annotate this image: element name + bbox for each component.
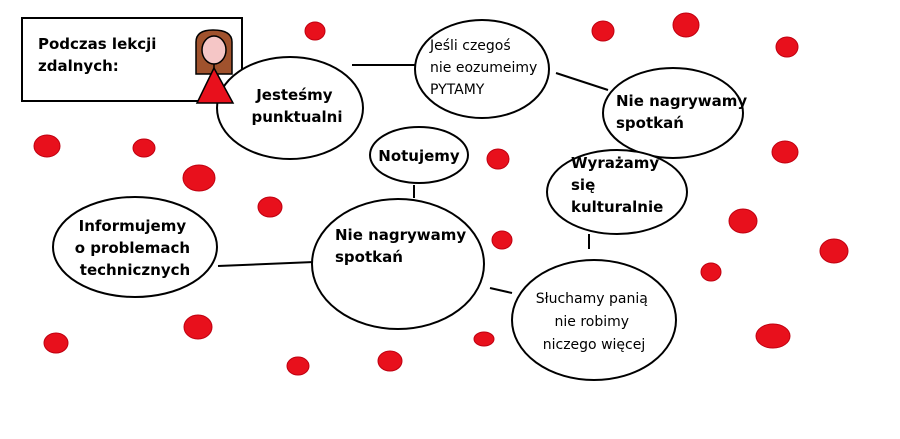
red-dot xyxy=(819,238,849,264)
label-line: PYTAMY xyxy=(430,82,485,98)
red-dot xyxy=(377,350,403,372)
label-line: Wyrażamy xyxy=(571,154,659,172)
red-dot xyxy=(43,332,69,354)
node-informujemy xyxy=(52,196,218,298)
label-line: spotkań xyxy=(335,248,403,266)
red-dot xyxy=(486,148,510,170)
node-notujemy xyxy=(369,126,469,184)
red-dot xyxy=(591,20,615,42)
label-nie-nagrywamy-center: Nie nagrywamy spotkań xyxy=(335,226,471,266)
label-informujemy: Informujemy o problemach technicznych xyxy=(75,217,196,279)
red-dot xyxy=(33,134,61,158)
red-dot xyxy=(473,331,495,347)
label-line: kulturalnie xyxy=(571,198,663,216)
node-nie-nagrywamy-center xyxy=(311,198,485,330)
node-punktualni xyxy=(216,56,364,160)
red-dot xyxy=(755,323,791,349)
red-dot xyxy=(132,138,156,158)
label-line: Nie nagrywamy xyxy=(616,92,747,110)
connector-line xyxy=(555,72,609,91)
red-dot xyxy=(304,21,326,41)
label-kulturalnie: Wyrażamy się kulturalnie xyxy=(571,154,664,216)
red-dot xyxy=(182,164,216,192)
label-line: punktualni xyxy=(251,108,342,126)
red-dot xyxy=(728,208,758,234)
label-line: o problemach xyxy=(75,239,190,257)
label-punktualni: Jesteśmy punktualni xyxy=(251,86,342,126)
node-kulturalnie xyxy=(546,149,688,235)
label-line: Jeśli czegoś xyxy=(429,38,511,54)
node-nie-nagrywamy-top xyxy=(602,67,744,159)
red-dot xyxy=(672,12,700,38)
red-dot xyxy=(257,196,283,218)
girl-avatar-icon xyxy=(195,29,235,104)
red-dot xyxy=(491,230,513,250)
label-nie-nagrywamy-top: Nie nagrywamy spotkań xyxy=(616,92,752,132)
label-line: niczego więcej xyxy=(543,337,645,353)
label-line: Nie nagrywamy xyxy=(335,226,466,244)
label-sluchamy: Słuchamy panią nie robimy niczego więcej xyxy=(536,291,653,353)
label-line: spotkań xyxy=(616,114,684,132)
label-notujemy: Notujemy xyxy=(378,147,460,165)
label-line: Jesteśmy xyxy=(255,86,333,104)
label-line: nie robimy xyxy=(555,314,630,330)
connector-line xyxy=(217,261,315,267)
diagram-title: Podczas lekcji zdalnych: xyxy=(38,35,157,75)
label-line: technicznych xyxy=(80,261,190,279)
decorative-dots xyxy=(33,12,849,376)
red-dot xyxy=(286,356,310,376)
red-dot xyxy=(775,36,799,58)
label-pytamy: Jeśli czegoś nie eozumeimy PYTAMY xyxy=(429,38,542,98)
red-dot xyxy=(771,140,799,164)
node-pytamy xyxy=(414,19,550,119)
connectors xyxy=(217,64,609,294)
red-dot xyxy=(183,314,213,340)
node-sluchamy xyxy=(511,259,677,381)
connector-line xyxy=(489,287,513,294)
red-dot xyxy=(700,262,722,282)
label-line: nie eozumeimy xyxy=(430,60,537,76)
label-line: Informujemy xyxy=(79,217,187,235)
label-line: Słuchamy panią xyxy=(536,291,648,307)
label-line: się xyxy=(571,176,595,194)
